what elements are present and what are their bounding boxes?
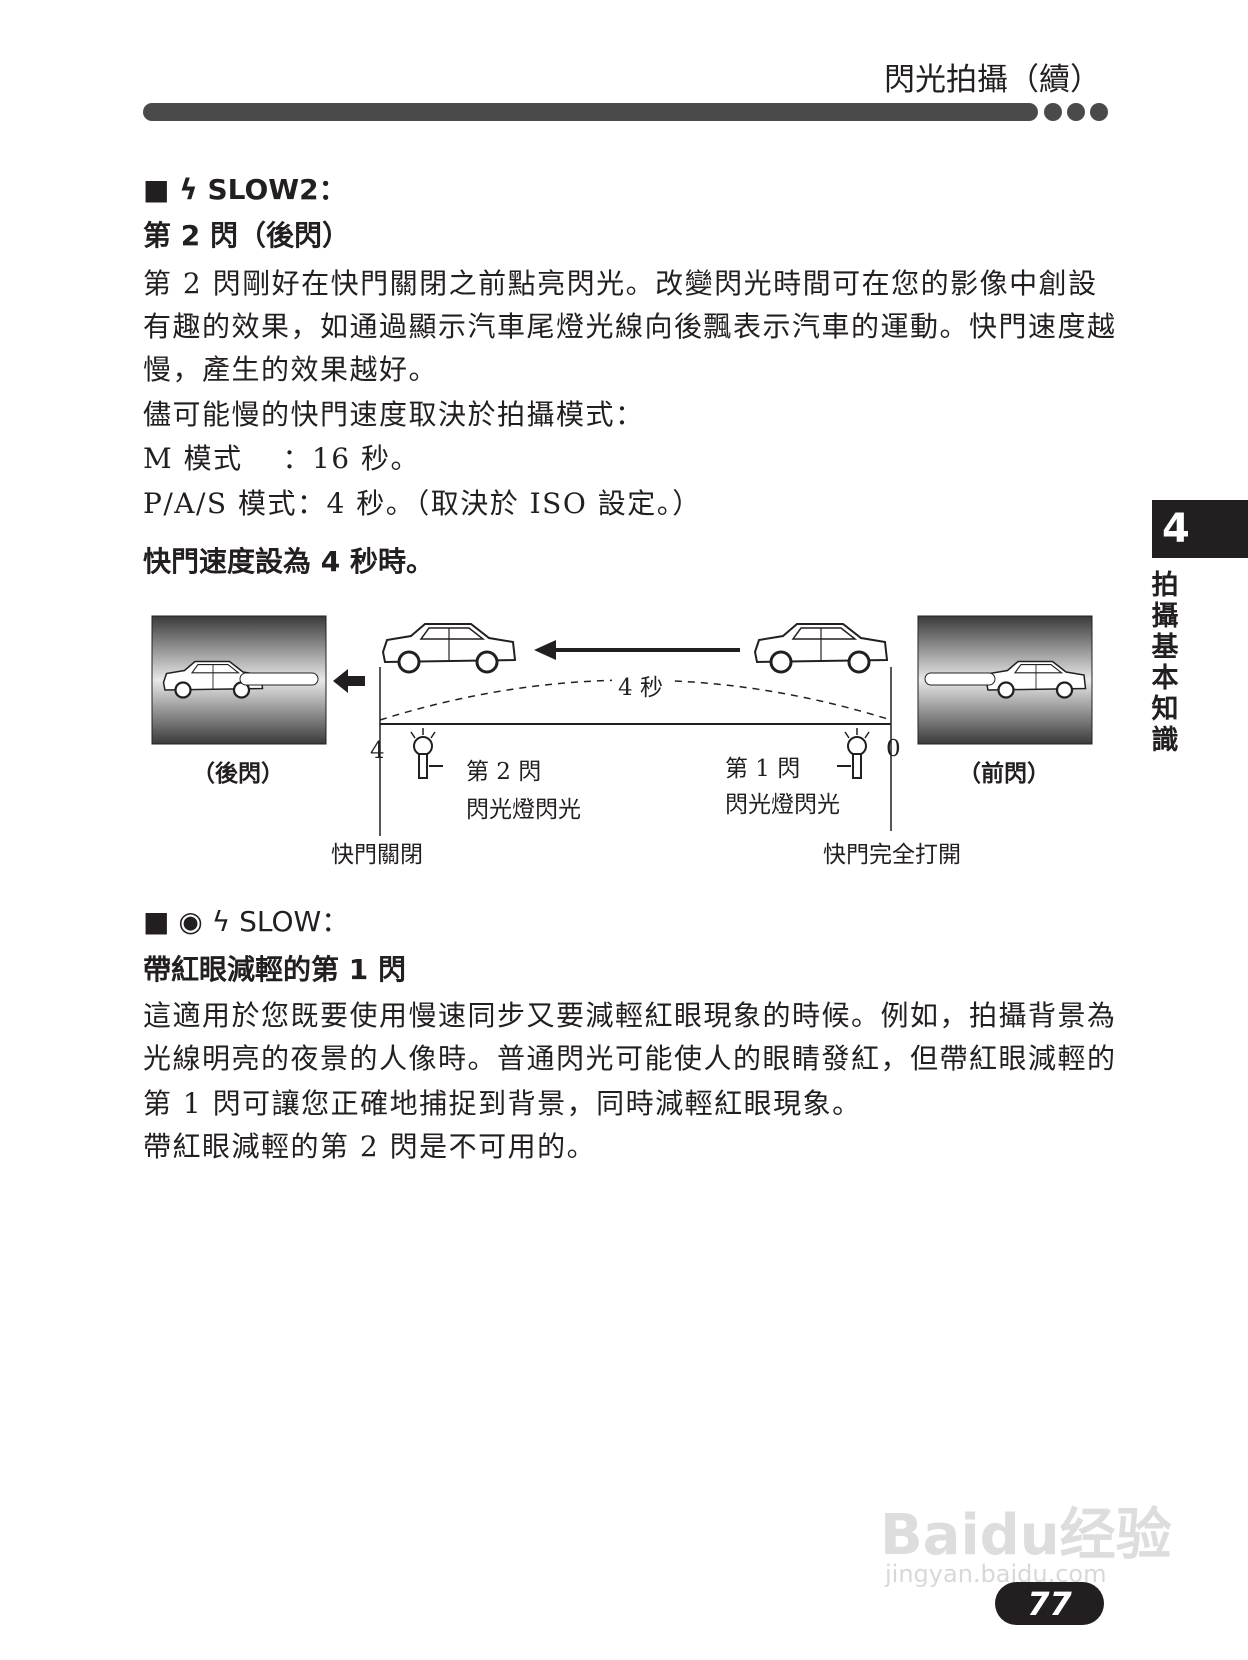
- second-flash-label: 第 2 閃: [466, 759, 542, 785]
- paragraph-line: 第 2 閃剛好在快門關閉之前點亮閃光。改變閃光時間可在您的影像中創設: [143, 267, 1098, 300]
- front-curtain-label: （前閃）: [958, 761, 1050, 787]
- section2-heading: ■ ◉ ϟ SLOW：: [143, 900, 349, 940]
- tick-start: 4: [370, 738, 385, 764]
- paragraph-line: 儘可能慢的快門速度取決於拍攝模式：: [143, 398, 645, 431]
- paragraph-line: 帶紅眼減輕的第 2 閃是不可用的。: [143, 1130, 597, 1163]
- arrow-head: [534, 640, 556, 660]
- header-dot: [1044, 103, 1062, 121]
- rear-curtain-label: （後閃）: [192, 761, 284, 787]
- chapter-tab-label: 拍攝基本知識: [1151, 570, 1179, 756]
- square-bullet: ■: [143, 905, 170, 938]
- shutter-closed-label: 快門關閉: [331, 842, 423, 868]
- duration-label: 4 秒: [612, 668, 669, 702]
- first-flash-label: 第 1 閃: [725, 756, 801, 782]
- square-bullet: ■: [143, 173, 170, 206]
- shutter-open-label: 快門完全打開: [823, 842, 961, 868]
- header-dot: [1067, 103, 1085, 121]
- section2-heading-text: SLOW：: [239, 905, 350, 938]
- flash-bulb-icon: [837, 728, 870, 779]
- light-trail: [239, 672, 319, 686]
- exposure-arc: [379, 679, 892, 721]
- chapter-tab: 4: [1152, 500, 1248, 558]
- page-number: 77: [995, 1582, 1104, 1625]
- paragraph-line: 光線明亮的夜景的人像時。普通閃光可能使人的眼睛發紅，但帶紅眼減輕的: [143, 1042, 1117, 1075]
- arrow-left-icon: [333, 669, 365, 693]
- paragraph-line: 第 1 閃可讓您正確地捕捉到背景，同時減輕紅眼現象。: [143, 1087, 862, 1120]
- section1-subheading: 第 2 閃（後閃）: [143, 219, 350, 252]
- flash-bulb-icon: [410, 728, 443, 779]
- section2-subheading: 帶紅眼減輕的第 1 閃: [143, 953, 406, 986]
- page-header-title: 閃光拍攝（續）: [884, 62, 1101, 98]
- tick-end: 0: [886, 736, 901, 762]
- flash-bolt-icon: ϟ: [211, 905, 231, 938]
- light-trail: [924, 672, 996, 686]
- first-flash-desc: 閃光燈閃光: [725, 792, 840, 818]
- paragraph-line: P/A/S 模式：4 秒。（取決於 ISO 設定。）: [143, 487, 702, 520]
- paragraph-line: 有趣的效果，如通過顯示汽車尾燈光線向後飄表示汽車的運動。快門速度越: [143, 310, 1117, 343]
- paragraph-line: M 模式 ：16 秒。: [143, 442, 421, 475]
- section1-heading-text: SLOW2：: [207, 173, 347, 206]
- car-icon: [381, 622, 517, 674]
- paragraph-line: 慢，產生的效果越好。: [143, 353, 439, 386]
- section1-heading: ■ ϟ SLOW2：: [143, 168, 347, 208]
- flash-bolt-icon: ϟ: [179, 173, 198, 206]
- header-rule: [143, 103, 1038, 121]
- paragraph-line: 這適用於您既要使用慢速同步又要減輕紅眼現象的時候。例如，拍攝背景為: [143, 999, 1117, 1032]
- second-flash-desc: 閃光燈閃光: [466, 797, 581, 823]
- flash-timing-diagram: [151, 615, 1093, 836]
- red-eye-icon: ◉: [178, 905, 203, 938]
- car-icon: [753, 622, 889, 674]
- watermark-logo: Baidu经验: [880, 1503, 1172, 1568]
- diagram-caption: 快門速度設為 4 秒時。: [143, 545, 434, 578]
- header-dot: [1090, 103, 1108, 121]
